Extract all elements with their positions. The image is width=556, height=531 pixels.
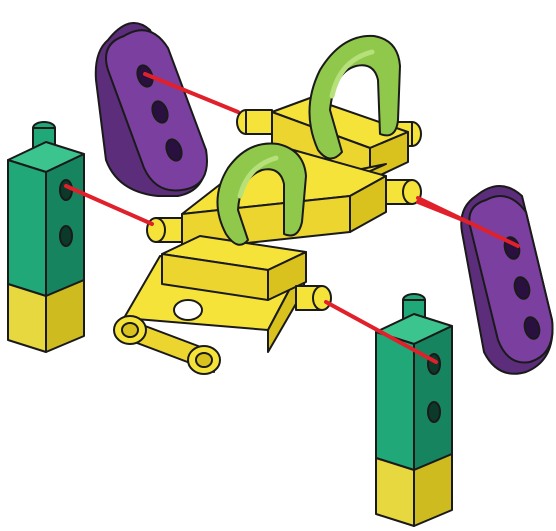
chassis-center-hole	[174, 300, 202, 320]
green-post-left-hole-2	[60, 226, 72, 246]
purple-link-left	[96, 23, 207, 196]
green-post-right-base-front	[376, 458, 414, 526]
chassis-roller-right-end	[196, 353, 212, 367]
purple-link-right	[461, 186, 552, 374]
green-post-left-side	[46, 154, 84, 296]
chassis-peg-back-left-body	[246, 110, 272, 134]
chassis-peg-front-right	[313, 286, 331, 310]
green-post-right-side	[414, 326, 452, 470]
green-post-left-front	[8, 160, 46, 296]
guide-line-back-right	[418, 202, 468, 222]
green-post-right-hole-2	[428, 402, 440, 422]
green-post-left	[8, 122, 84, 352]
green-post-right-front	[376, 332, 414, 470]
chassis-roller-left-end	[122, 323, 138, 337]
green-post-left-base-front	[8, 284, 46, 352]
green-post-right	[376, 294, 452, 526]
